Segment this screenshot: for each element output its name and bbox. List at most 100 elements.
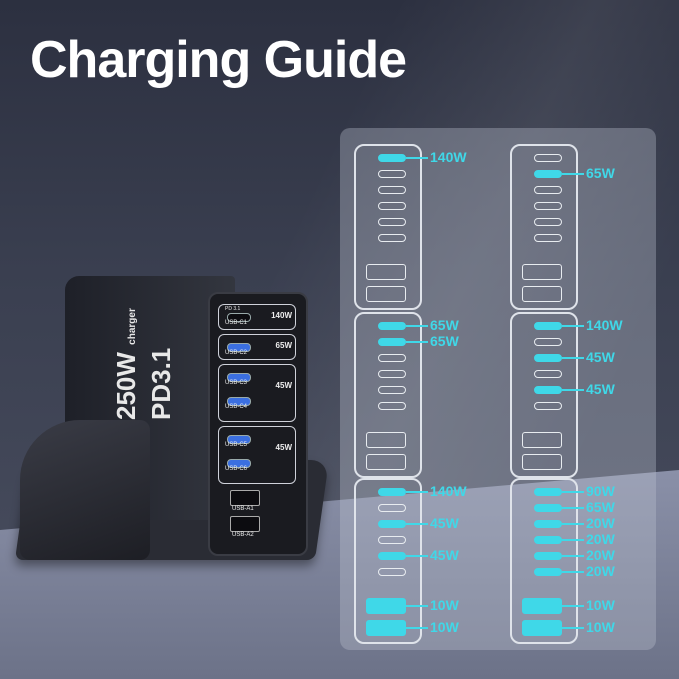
a1-label: USB-A1 xyxy=(232,506,254,512)
watt-label: 140W xyxy=(430,149,467,165)
usb-c-slot xyxy=(378,202,406,210)
port-group-c2: 65W USB-C2 xyxy=(218,334,296,360)
usb-c-slot xyxy=(534,234,562,242)
usb-c-slot xyxy=(378,322,406,330)
charger-front-panel: PD 3.1 140W USB-C1 65W USB-C2 USB-C3 45W xyxy=(208,292,308,556)
watt-connector-line xyxy=(406,157,428,159)
usb-c-slot xyxy=(534,504,562,512)
usb-c-slot xyxy=(534,370,562,378)
usb-a1-port xyxy=(230,490,260,506)
watt-connector-line xyxy=(406,605,428,607)
usb-c-slot xyxy=(378,552,406,560)
watt-connector-line xyxy=(562,325,584,327)
port-group-c5-c6: USB-C5 45W USB-C6 xyxy=(218,426,296,484)
usb-c-slot xyxy=(534,202,562,210)
charger-product-image: 250W charger PD3.1 PD 3.1 140W USB-C1 65… xyxy=(14,270,330,560)
watt-connector-line xyxy=(406,627,428,629)
usb-c-slot xyxy=(378,568,406,576)
watt-label: 65W xyxy=(586,165,615,181)
usb-c-slot xyxy=(378,386,406,394)
watt-connector-line xyxy=(562,627,584,629)
usb-a-slot xyxy=(522,286,562,302)
usb-a-slot xyxy=(522,598,562,614)
watt-connector-line xyxy=(562,571,584,573)
watt-label: 10W xyxy=(586,619,615,635)
usb-a-slot xyxy=(366,454,406,470)
watt-label: 45W xyxy=(586,381,615,397)
usb-c1-port xyxy=(227,313,251,322)
usb-c-slot xyxy=(378,536,406,544)
watt-connector-line xyxy=(406,341,428,343)
usb-c3-port xyxy=(227,373,251,382)
guide-card-2: 65W xyxy=(510,144,615,310)
usb-c-slot xyxy=(534,386,562,394)
guide-card-1: 140W xyxy=(354,144,467,310)
watt-label: 65W xyxy=(586,499,615,515)
usb-c-slot xyxy=(378,370,406,378)
usb-a2-port xyxy=(230,516,260,532)
c4-label: USB-C4 xyxy=(225,404,248,410)
usb-c-slot xyxy=(534,568,562,576)
watt-label: 45W xyxy=(586,349,615,365)
c3-label: USB-C3 xyxy=(225,380,248,386)
watt-connector-line xyxy=(406,491,428,493)
usb-c-slot xyxy=(534,322,562,330)
usb-c-slot xyxy=(378,186,406,194)
usb-c2-port xyxy=(227,343,251,352)
usb-c-slot xyxy=(378,488,406,496)
watt-connector-line xyxy=(562,389,584,391)
usb-a-slot xyxy=(366,620,406,636)
usb-c-slot xyxy=(378,234,406,242)
watt-connector-line xyxy=(406,325,428,327)
watt-label: 10W xyxy=(430,597,459,613)
usb-c-slot xyxy=(534,402,562,410)
c6-label: USB-C6 xyxy=(225,466,248,472)
usb-c-slot xyxy=(534,338,562,346)
watt-label: 45W xyxy=(430,547,459,563)
usb-c4-port xyxy=(227,397,251,406)
watt-label: 20W xyxy=(586,563,615,579)
usb-c-slot xyxy=(378,170,406,178)
usb-a-slot xyxy=(366,432,406,448)
usb-c-slot xyxy=(534,154,562,162)
watt-label: 140W xyxy=(430,483,467,499)
usb-c-slot xyxy=(534,488,562,496)
watt-connector-line xyxy=(562,539,584,541)
usb-a-slot xyxy=(522,432,562,448)
c1-watt: 140W xyxy=(271,311,292,320)
page-title: Charging Guide xyxy=(30,31,407,89)
usb-a-slot xyxy=(522,454,562,470)
watt-label: 10W xyxy=(586,597,615,613)
usb-a-slot xyxy=(522,264,562,280)
charger-stand xyxy=(20,420,150,560)
usb-c-slot xyxy=(534,218,562,226)
watt-label: 20W xyxy=(586,531,615,547)
watt-connector-line xyxy=(562,491,584,493)
usb-c-slot xyxy=(534,520,562,528)
usb-a-slot xyxy=(366,598,406,614)
usb-c6-port xyxy=(227,459,251,468)
usb-a-slot xyxy=(366,264,406,280)
watt-connector-line xyxy=(406,555,428,557)
usb-c-slot xyxy=(378,338,406,346)
watt-connector-line xyxy=(562,507,584,509)
port-group-c1: PD 3.1 140W USB-C1 xyxy=(218,304,296,330)
watt-label: 90W xyxy=(586,483,615,499)
usb-c-slot xyxy=(378,154,406,162)
watt-label: 65W xyxy=(430,333,459,349)
usb-c-slot xyxy=(534,186,562,194)
usb-c-slot xyxy=(534,552,562,560)
c2-watt: 65W xyxy=(275,341,292,350)
watt-label: 65W xyxy=(430,317,459,333)
usb-a-slot xyxy=(522,620,562,636)
usb-c-slot xyxy=(378,354,406,362)
watt-connector-line xyxy=(406,523,428,525)
charger-branding: 250W charger PD3.1 xyxy=(111,308,176,420)
a2-label: USB-A2 xyxy=(232,532,254,538)
usb-c-slot xyxy=(378,520,406,528)
pd-label: PD 3.1 xyxy=(225,306,241,312)
